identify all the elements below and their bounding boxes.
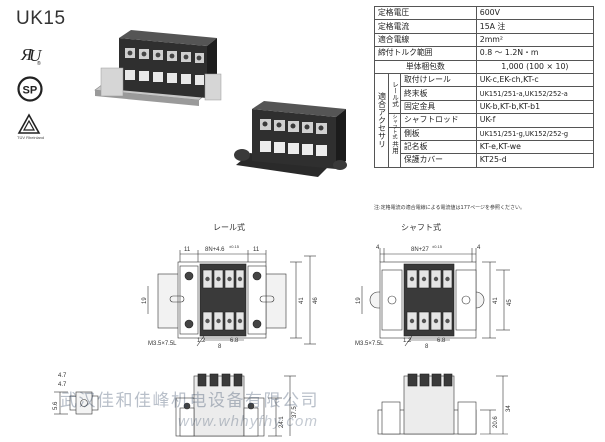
- shaft-dim-right: 4: [477, 245, 481, 251]
- rail-dim-top-tol: ±0.15: [229, 244, 240, 249]
- shaft-dim-height-45: 45: [507, 299, 513, 306]
- accessory-label: 終末板: [400, 86, 477, 101]
- rail-dim-left-height: 19: [142, 297, 148, 304]
- tuv-label: TÜV Rheinland: [17, 135, 45, 140]
- shaft-screw-label: M3.5×7.5L: [355, 341, 384, 347]
- spec-table: 定格電圧 600V 定格電流 15A 注 適合電線 2mm² 締付トルク範囲 0…: [374, 5, 595, 168]
- spec-row: 適合アクセサリ レール式 取付けレール UK-c,EK-ch,KT-c: [374, 72, 595, 168]
- rail-side-37-5: 37.5: [292, 406, 298, 418]
- shaft-side-20-6: 20.6: [493, 416, 499, 428]
- shaft-dim-top: 8N+27: [411, 247, 430, 253]
- shaft-group-label: シャフト式: [388, 113, 401, 139]
- rail-dim-height-inner: 41: [299, 297, 305, 304]
- rail-dim-right: 11: [253, 247, 260, 253]
- spec-row: 保護カバー KT25-d: [375, 153, 595, 168]
- shaft-drawing-title: シャフト式: [401, 223, 441, 232]
- accessory-value: UK-f: [475, 113, 595, 128]
- spec-note: 注:定格電流の適合電線による電流値は177ページを参照ください。: [374, 205, 525, 211]
- rail-pitch-2: 8: [218, 344, 222, 350]
- spec-row: シャフト式 シャフトロッド UK-f: [375, 113, 595, 139]
- shaft-pitch-2: 8: [425, 344, 429, 350]
- accessory-value: KT25-d: [475, 153, 595, 168]
- svg-text:U: U: [29, 46, 43, 65]
- accessory-value: UK-b,KT-b,KT-b1: [475, 99, 595, 115]
- rail-pitch-3: 6.8: [230, 338, 239, 344]
- accessory-label: シャフトロッド: [400, 113, 477, 128]
- shaft-dim-height-inner: 41: [493, 297, 499, 304]
- shaft-pitch-1: 1.2: [403, 338, 412, 344]
- spec-row: 固定金具 UK-b,KT-b,KT-b1: [375, 99, 595, 115]
- rail-side-5-6: 5.6: [53, 401, 59, 410]
- accessory-value: UK151/251-a,UK152/252-a: [475, 86, 595, 101]
- rail-top-view: [147, 250, 316, 347]
- svg-text:SP: SP: [23, 85, 38, 97]
- rail-dim-height-outer: 46: [313, 297, 319, 304]
- shaft-top-view: [361, 248, 510, 347]
- shaft-side-34: 34: [506, 405, 512, 412]
- rail-side-4-7-a: 4.7: [58, 373, 67, 379]
- csa-icon: SP: [17, 76, 43, 102]
- svg-text:Я: Я: [20, 45, 33, 64]
- ul-recognized-icon: Я U ®: [20, 45, 43, 66]
- tuv-icon: [17, 113, 41, 134]
- rail-dim-left: 11: [184, 247, 191, 253]
- rail-side-24-1: 24.1: [279, 416, 285, 428]
- rail-screw-label: M3.5×7.5L: [148, 341, 177, 347]
- spec-row: 単体梱包数 1,000 (100 × 10): [374, 59, 595, 74]
- spec-value: 1,000 (100 × 10): [475, 59, 595, 74]
- spec-row: 定格電圧 600V: [374, 5, 595, 21]
- accessory-value: UK-c,EK-ch,KT-c: [475, 72, 595, 88]
- product-title: UK15: [16, 8, 66, 29]
- rail-side-view: [54, 373, 296, 437]
- watermark-text: 武汉佳和佳峰机电设备有限公司: [60, 391, 319, 411]
- accessory-label: 保護カバー: [400, 153, 477, 168]
- shaft-side-view: [377, 373, 508, 435]
- rail-pitch-1: 1.2: [197, 338, 206, 344]
- rail-dim-top: 8N+4.6: [205, 247, 225, 253]
- common-group-label: 共用: [388, 126, 401, 168]
- spec-label: 単体梱包数: [374, 59, 477, 74]
- rail-drawing-title: レール式: [213, 223, 245, 232]
- spec-row: 締付トルク範囲 0.8 〜 1.2N・m: [374, 46, 595, 61]
- shaft-dim-left-height: 19: [356, 297, 362, 304]
- shaft-pitch-3: 6.8: [437, 338, 446, 344]
- svg-text:®: ®: [37, 60, 41, 66]
- shaft-dim-top-tol: ±0.15: [432, 244, 443, 249]
- shaft-dim-left: 4: [376, 245, 380, 251]
- spec-row: 終末板 UK151/251-a,UK152/252-a: [375, 86, 595, 101]
- watermark-url: www.whhyfhy.com: [178, 413, 319, 430]
- rail-side-4-7-b: 4.7: [58, 382, 67, 388]
- rail-group-label: レール式: [388, 72, 401, 115]
